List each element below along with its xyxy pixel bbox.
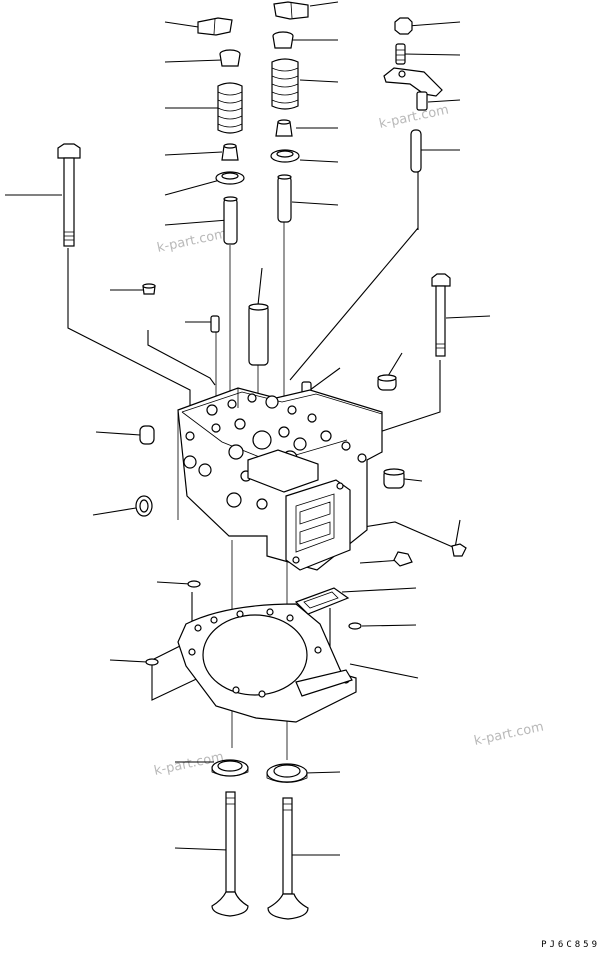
exhaust-valve [267,797,309,920]
cylinder-head [177,387,383,571]
watermark-3: k-part.com [473,720,545,749]
plug-screw [451,543,467,557]
o-ring-left [135,495,153,517]
sealing-plug [393,551,413,567]
valve-spring-left [217,82,243,134]
watermark-2: k-part.com [156,227,228,256]
injector-sleeve [248,303,269,366]
bridge-guide-pin [410,129,422,173]
expansion-plug-left [139,425,155,445]
exhaust-gasket [294,587,350,615]
valve-keeper-right [273,1,309,20]
valve-bridge [383,67,443,111]
intake-valve [211,791,249,917]
valve-spring-right [271,58,299,110]
valve-seat-insert-left [211,759,249,777]
dowel-pin [210,315,220,333]
expansion-plug-right [383,468,405,489]
spring-seat-right [270,149,300,163]
valve-stem-seal-right [275,119,293,137]
valve-stem-seal-left [221,143,239,161]
adjusting-screw [395,43,406,65]
cylinder-head-gasket [177,603,357,723]
watermark-1: k-part.com [378,103,450,132]
cylinder-head-bolt-right [431,273,451,357]
valve-keeper-left [197,17,233,36]
plug-small [142,283,156,295]
spring-seat-left [215,171,245,185]
valve-guide-right [277,174,292,223]
adjusting-nut [394,17,413,35]
washer-small-3 [145,658,159,666]
spring-retainer-right [272,31,294,49]
washer-small-2 [348,622,362,630]
washer-small-1 [187,580,201,588]
cylinder-head-bolt-left [57,143,81,247]
spring-retainer-left [219,49,241,67]
drawing-code: PJ6C859 [541,940,600,950]
valve-seat-insert-right [266,763,308,783]
expansion-plug-top [377,374,397,391]
valve-guide-left [223,196,238,245]
